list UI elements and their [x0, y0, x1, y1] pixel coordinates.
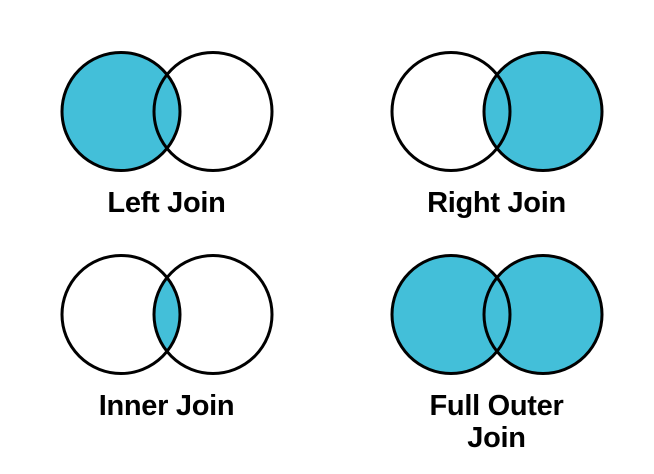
- diagram-label-right-join: Right Join: [427, 187, 566, 219]
- diagram-label-left-join: Left Join: [107, 187, 226, 219]
- venn-right-join: [390, 44, 603, 179]
- diagram-cell-full-outer-join: Full Outer Join: [327, 237, 654, 474]
- right-circle-outline: [152, 51, 273, 172]
- diagram-cell-right-join: Right Join: [327, 0, 654, 237]
- right-circle-outline: [152, 254, 273, 375]
- venn-inner-join: [60, 247, 273, 382]
- venn-left-join-svg: [60, 51, 273, 172]
- right-circle-outline: [482, 51, 603, 172]
- diagram-cell-inner-join: Inner Join: [0, 237, 327, 474]
- venn-full-outer-join: [390, 247, 603, 382]
- right-circle-outline: [482, 254, 603, 375]
- right-circle-region: [483, 255, 602, 374]
- left-circle-fill: [61, 255, 180, 374]
- left-circle-fill: [391, 52, 510, 171]
- venn-inner-join-svg: [60, 254, 273, 375]
- left-circle-region: [391, 255, 510, 374]
- right-circle-fill: [153, 52, 272, 171]
- left-circle-outline: [390, 51, 511, 172]
- right-circle-fill: [153, 255, 272, 374]
- left-circle-region: [61, 52, 180, 171]
- diagram-label-inner-join: Inner Join: [98, 390, 235, 422]
- left-circle-outline: [60, 51, 181, 172]
- venn-full-outer-join-svg: [390, 254, 603, 375]
- venn-left-join: [60, 44, 273, 179]
- right-circle-region: [483, 52, 602, 171]
- diagram-label-full-outer-join: Full Outer Join: [429, 390, 564, 455]
- left-circle-outline: [60, 254, 181, 375]
- left-circle-outline: [390, 254, 511, 375]
- diagram-cell-left-join: Left Join: [0, 0, 327, 237]
- venn-right-join-svg: [390, 51, 603, 172]
